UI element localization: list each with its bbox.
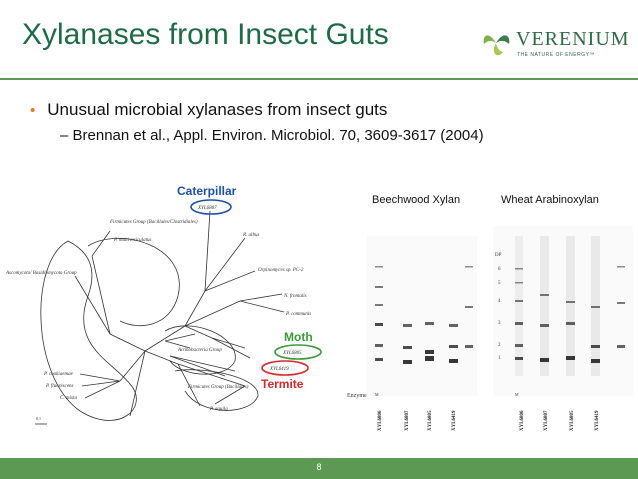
lane-left-1: XYL6806 xyxy=(378,410,383,431)
taxon-c-mixta: C. mixta xyxy=(60,396,77,401)
termite-label: Termite xyxy=(261,377,304,391)
dp-4: 4 xyxy=(498,299,501,304)
lane-header-m: M xyxy=(375,392,379,397)
caterpillar-label: Caterpillar xyxy=(177,184,237,198)
dp-6: 6 xyxy=(498,267,501,272)
lane-right-4: XYL6419 xyxy=(595,410,600,431)
scale-label: 0.1 xyxy=(36,416,41,421)
group-ascomycota: Ascomycota/ Basidiomycota Group xyxy=(5,271,77,276)
lane-header-m-2: M xyxy=(515,392,519,397)
bullet-dot-icon: • xyxy=(30,102,36,119)
dp-5: 5 xyxy=(498,281,501,286)
page-number: 8 xyxy=(316,462,322,472)
group-firmicutes-bottom: Firmicutes Group (Bacillales) xyxy=(187,385,249,390)
taxon-p-aquila: P. aquila xyxy=(209,407,228,412)
taxon-p-fluorescens: P. fluorescens xyxy=(45,384,74,389)
dp-1: 1 xyxy=(498,356,501,361)
leaf-icon xyxy=(483,35,510,56)
clone-termite: XYL6419 xyxy=(269,367,289,372)
bullet-main-text: Unusual microbial xylanases from insect … xyxy=(47,100,388,119)
moth-circle xyxy=(274,344,322,360)
dp-3: 3 xyxy=(498,321,501,326)
taxon-p-cookiaemae: P. cookiaemae xyxy=(43,372,74,377)
lane-left-3: XYL6805 xyxy=(428,410,433,431)
taxon-p-communis: P. communis xyxy=(285,312,311,317)
tlc-gels: Beechwood Xylan Wheat Arabinoxylan xyxy=(345,176,638,446)
dp-2: 2 xyxy=(498,343,501,348)
lane-right-1: XYL6806 xyxy=(520,410,525,431)
taxon-n-frontalis: N. frontalis xyxy=(283,294,307,299)
taxon-r-albus: R. albus xyxy=(242,233,259,238)
wheat-label: Wheat Arabinoxylan xyxy=(501,194,599,206)
group-actinobacteria: Actinobacteria Group xyxy=(177,348,222,353)
bullet-main: • Unusual microbial xylanases from insect… xyxy=(30,100,387,120)
title-rule xyxy=(0,78,638,80)
tree-svg: Firmicutes Group (Bacillales/Clostridial… xyxy=(5,199,322,425)
verenium-logo: VERENIUM THE NATURE OF ENERGY™ xyxy=(478,26,630,66)
lane-right-3: XYL6805 xyxy=(570,410,575,431)
figure-panel: Firmicutes Group (Bacillales/Clostridial… xyxy=(0,176,638,446)
gel-svg: Enzyme M XYL6806 XYL6807 XYL6805 XYL6419… xyxy=(347,226,633,431)
gel-left: Enzyme M XYL6806 XYL6807 XYL6805 XYL6419 xyxy=(347,236,477,431)
enzyme-label: Enzyme xyxy=(347,393,367,399)
termite-circle xyxy=(261,360,309,376)
logo-wordmark: VERENIUM xyxy=(516,28,630,50)
slide-title: Xylanases from Insect Guts xyxy=(22,18,389,51)
caterpillar-circle xyxy=(190,199,232,215)
footer-bar: 8 xyxy=(0,458,638,479)
lane-left-4: XYL6419 xyxy=(452,410,457,431)
clone-caterpillar: XYL6807 xyxy=(197,206,217,211)
taxon-p-multivesiculatus: P. multivesiculatus xyxy=(113,238,151,243)
bullet-sub: – Brennan et al., Appl. Environ. Microbi… xyxy=(60,127,484,144)
bullet-sub-text: Brennan et al., Appl. Environ. Microbiol… xyxy=(72,127,484,144)
phylogenetic-tree: Firmicutes Group (Bacillales/Clostridial… xyxy=(0,176,345,446)
moth-label: Moth xyxy=(284,330,313,344)
lane-left-2: XYL6807 xyxy=(405,410,410,431)
beechwood-label: Beechwood Xylan xyxy=(372,194,461,206)
gel-right: DP 6 5 4 3 2 1 xyxy=(493,226,633,431)
logo-tagline: THE NATURE OF ENERGY™ xyxy=(517,52,595,58)
taxon-orpinomyces: Orpinomyces sp. PC-2 xyxy=(258,268,304,273)
dp-label: DP xyxy=(495,253,502,258)
group-firmicutes-top: Firmicutes Group (Bacillales/Clostridial… xyxy=(109,220,198,225)
clone-moth: XYL6805 xyxy=(282,351,302,356)
lane-right-2: XYL6807 xyxy=(544,410,549,431)
dash-icon: – xyxy=(60,127,73,144)
